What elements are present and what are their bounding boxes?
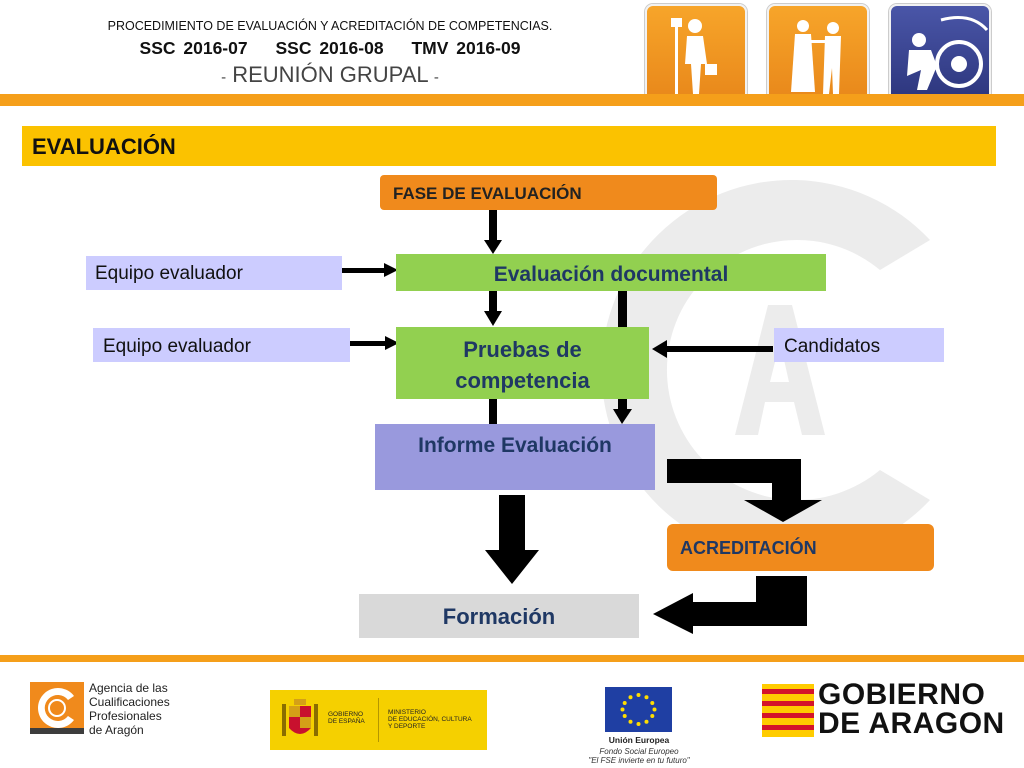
meeting-label: REUNIÓN GRUPAL bbox=[232, 62, 428, 87]
agency-name: Agencia de las Cualificaciones Profesion… bbox=[89, 681, 199, 737]
procedure-codes: SSC 2016-07 SSC 2016-08 TMV 2016-09 bbox=[60, 38, 600, 59]
evaluator-box-1: Equipo evaluador bbox=[86, 256, 342, 290]
arrow-long-head bbox=[613, 409, 632, 424]
spain-coat-icon bbox=[282, 699, 318, 736]
photo-mechanic-icon bbox=[889, 4, 991, 104]
logo-separator bbox=[378, 698, 379, 742]
code-3: TMV 2016-09 bbox=[411, 38, 521, 58]
tests-box: Pruebas de competencia bbox=[396, 327, 649, 399]
aragon-gov-text: GOBIERNO DE ARAGON bbox=[818, 678, 1005, 740]
tests-line-1: Pruebas de bbox=[463, 337, 582, 362]
report-box: Informe Evaluación bbox=[375, 424, 655, 490]
ministry-line-1: MINISTERIO bbox=[388, 709, 426, 716]
spain-gov-text: GOBIERNO DE ESPAÑA bbox=[328, 711, 378, 725]
photo-worker-icon bbox=[645, 4, 747, 104]
dash-right: - bbox=[433, 69, 439, 86]
candidates-box: Candidatos bbox=[774, 328, 944, 362]
eu-fund-text: Fondo Social Europeo "El FSE invierte en… bbox=[568, 747, 710, 765]
agency-line-1: Agencia de las bbox=[89, 681, 168, 695]
agency-line-2: Cualificaciones bbox=[89, 695, 170, 709]
arrow-cand-head bbox=[652, 340, 667, 358]
documental-box: Evaluación documental bbox=[396, 254, 826, 291]
footer-divider bbox=[0, 655, 1024, 662]
arrow-cand-shaft bbox=[665, 346, 773, 352]
gob-esp-line-1: GOBIERNO bbox=[328, 711, 364, 718]
arrow-eq2-shaft bbox=[337, 341, 387, 346]
meeting-title: - REUNIÓN GRUPAL - bbox=[60, 62, 600, 88]
arrow-back-h bbox=[690, 602, 807, 626]
arrow-back-head bbox=[653, 593, 693, 634]
eu-fund: Fondo Social Europeo bbox=[599, 747, 679, 756]
tests-line-2: competencia bbox=[455, 368, 590, 393]
code-1: SSC 2016-07 bbox=[139, 38, 248, 58]
aragon-line-2: DE ARAGON bbox=[818, 707, 1005, 740]
eu-flag-icon bbox=[605, 687, 672, 732]
ministry-line-3: Y DEPORTE bbox=[388, 723, 426, 730]
arrow-doc-shaft bbox=[489, 291, 497, 313]
eu-title: Unión Europea bbox=[608, 735, 670, 745]
arrow-fase-head bbox=[484, 240, 502, 254]
procedure-title: PROCEDIMIENTO DE EVALUACIÓN Y ACREDITACI… bbox=[107, 19, 553, 33]
agency-logo-icon bbox=[30, 682, 84, 734]
photo-caregivers-icon bbox=[767, 4, 869, 104]
arrow-pruebas-shaft bbox=[489, 399, 497, 424]
gob-esp-line-2: DE ESPAÑA bbox=[328, 718, 365, 725]
ministry-line-2: DE EDUCACIÓN, CULTURA bbox=[388, 716, 472, 723]
aragon-line-1: GOBIERNO bbox=[818, 678, 986, 711]
arrow-doc-head bbox=[484, 311, 502, 326]
header-divider bbox=[0, 94, 1024, 106]
dash-left: - bbox=[221, 69, 227, 86]
arrow-formacion-shaft bbox=[499, 495, 525, 551]
arrow-eq1-head bbox=[384, 263, 398, 277]
accreditation-box: ACREDITACIÓN bbox=[667, 524, 934, 571]
eu-slogan: "El FSE invierte en tu futuro" bbox=[588, 756, 690, 765]
evaluator-box-2: Equipo evaluador bbox=[93, 328, 350, 362]
arrow-fase-shaft bbox=[489, 210, 497, 242]
agency-line-3: Profesionales bbox=[89, 709, 162, 723]
code-2: SSC 2016-08 bbox=[275, 38, 384, 58]
phase-box: FASE DE EVALUACIÓN bbox=[380, 175, 717, 210]
spain-gov-logo: GOBIERNO DE ESPAÑA MINISTERIO DE EDUCACI… bbox=[270, 690, 487, 750]
arrow-formacion-head bbox=[485, 550, 539, 584]
ministry-text: MINISTERIO DE EDUCACIÓN, CULTURA Y DEPOR… bbox=[388, 709, 486, 730]
arrow-eq1-shaft bbox=[336, 268, 386, 273]
aragon-flag-icon bbox=[762, 684, 814, 737]
agency-line-4: de Aragón bbox=[89, 723, 144, 737]
arrow-acred-head bbox=[744, 500, 822, 522]
arrow-acred-v bbox=[772, 459, 801, 501]
training-box: Formación bbox=[359, 594, 639, 638]
section-title: EVALUACIÓN bbox=[22, 126, 996, 166]
arrow-eq2-head bbox=[385, 336, 399, 350]
